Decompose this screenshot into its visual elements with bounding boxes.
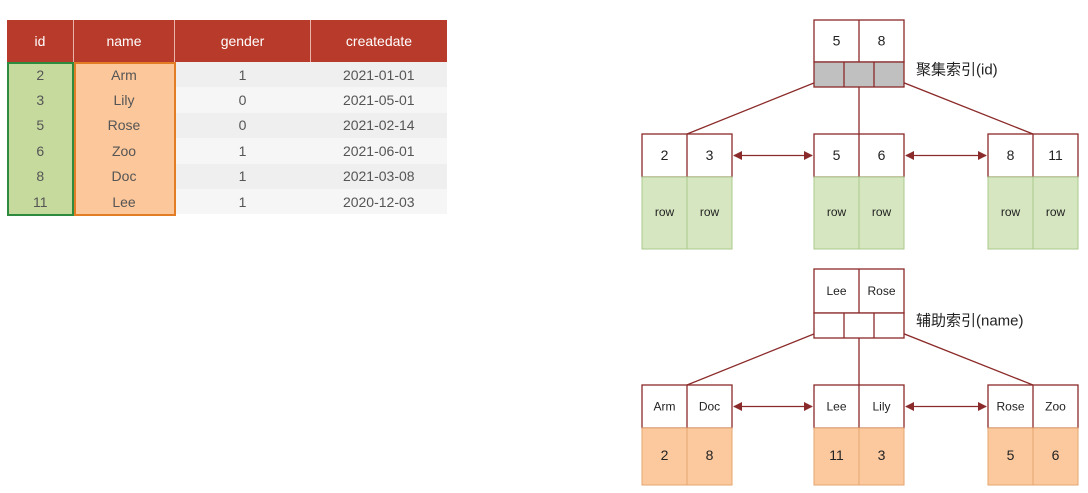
table-row: 6 Zoo 1 2021-06-01 (7, 138, 447, 164)
cell-id: 6 (7, 138, 74, 164)
cell-gender: 1 (174, 62, 311, 88)
cell-id: 2 (7, 62, 74, 88)
clustered_index-root-pointers (813, 61, 905, 88)
clustered_index-leaf-value: row (1001, 205, 1021, 219)
user-table: id name gender createdate 2 Arm 1 2021-0… (7, 20, 447, 215)
clustered_index-leaf-value: row (827, 205, 847, 219)
cell-id: 8 (7, 163, 74, 189)
clustered_index-label: 聚集索引(id) (916, 61, 998, 78)
clustered_index-leaf-value-cell (987, 176, 1034, 250)
secondary_index-leaf-value-cell (813, 427, 860, 486)
cell-createdate: 2021-02-14 (310, 112, 447, 139)
secondary_index-leaf-key: Arm (654, 400, 676, 414)
clustered_index-root-key: 8 (878, 33, 886, 49)
cell-name: Lily (73, 87, 175, 113)
secondary_index-leaf-value-cell (858, 427, 905, 486)
clustered_index-leaf-value: row (655, 205, 675, 219)
cell-gender: 1 (174, 188, 311, 215)
secondary_index-root-key: Rose (867, 284, 895, 298)
header-gender: gender (174, 20, 311, 62)
table-row: 5 Rose 0 2021-02-14 (7, 112, 447, 139)
cell-name: Zoo (73, 138, 175, 164)
cell-gender: 1 (174, 163, 311, 189)
cell-createdate: 2021-01-01 (310, 62, 447, 88)
cell-id: 5 (7, 112, 74, 139)
clustered_index-leaf-value-cell (858, 176, 905, 250)
table-row: 2 Arm 1 2021-01-01 (7, 62, 447, 88)
secondary_index-leaf-value: 8 (706, 447, 714, 463)
cell-id: 11 (7, 188, 74, 215)
table-row: 11 Lee 1 2020-12-03 (7, 188, 447, 215)
secondary_index-root-pointers (813, 312, 905, 339)
header-createdate: createdate (310, 20, 447, 62)
clustered_index-leaf-value: row (1046, 205, 1066, 219)
secondary_index-leaf-value: 5 (1007, 447, 1015, 463)
secondary_index-leaf-value: 6 (1052, 447, 1060, 463)
clustered_index-leaf-value-cell (1032, 176, 1079, 250)
secondary_index-root-key: Lee (826, 284, 846, 298)
clustered_index-leaf-key: 2 (661, 147, 669, 163)
clustered_index-leaf-key: 6 (878, 147, 886, 163)
secondary_index-leaf-value: 2 (661, 447, 669, 463)
secondary_index-leaf-key: Doc (699, 400, 720, 414)
clustered_index-leaf-key: 5 (833, 147, 841, 163)
secondary_index-label: 辅助索引(name) (916, 312, 1024, 329)
cell-id: 3 (7, 87, 74, 113)
secondary_index-leaf-key: Lily (872, 400, 890, 414)
clustered_index-leaf-value-cell (641, 176, 688, 250)
cell-createdate: 2021-05-01 (310, 87, 447, 113)
clustered_index-leaf-value-cell (686, 176, 733, 250)
cell-name: Lee (73, 188, 175, 215)
clustered_index-leaf-value: row (700, 205, 720, 219)
cell-createdate: 2021-03-08 (310, 163, 447, 189)
connector-line (882, 324, 1034, 386)
cell-gender: 0 (174, 87, 311, 113)
table-row: 8 Doc 1 2021-03-08 (7, 163, 447, 189)
secondary_index-leaf-value: 11 (829, 447, 844, 463)
clustered_index-leaf-key: 3 (706, 147, 714, 163)
secondary_index-leaf-key: Rose (996, 400, 1024, 414)
clustered_index-leaf-value: row (872, 205, 892, 219)
connector-line (686, 73, 836, 135)
connector-line (686, 324, 836, 386)
cell-gender: 1 (174, 138, 311, 164)
secondary_index-leaf-value-cell (686, 427, 733, 486)
clustered_index-leaf-key: 11 (1048, 147, 1063, 163)
secondary_index-leaf-value-cell (987, 427, 1034, 486)
secondary_index-leaf-value-cell (1032, 427, 1079, 486)
cell-createdate: 2020-12-03 (310, 188, 447, 215)
table-row: 3 Lily 0 2021-05-01 (7, 87, 447, 113)
cell-name: Rose (73, 112, 175, 139)
cell-createdate: 2021-06-01 (310, 138, 447, 164)
secondary_index-leaf-key: Lee (826, 400, 846, 414)
header-id: id (7, 20, 74, 62)
cell-name: Arm (73, 62, 175, 88)
connector-line (882, 73, 1034, 135)
clustered_index-leaf-key: 8 (1007, 147, 1015, 163)
clustered_index-root-key: 5 (833, 33, 841, 49)
cell-gender: 0 (174, 112, 311, 139)
secondary_index-leaf-value: 3 (878, 447, 886, 463)
cell-name: Doc (73, 163, 175, 189)
header-name: name (73, 20, 175, 62)
secondary_index-leaf-key: Zoo (1045, 400, 1066, 414)
table-header-row: id name gender createdate (7, 20, 447, 62)
